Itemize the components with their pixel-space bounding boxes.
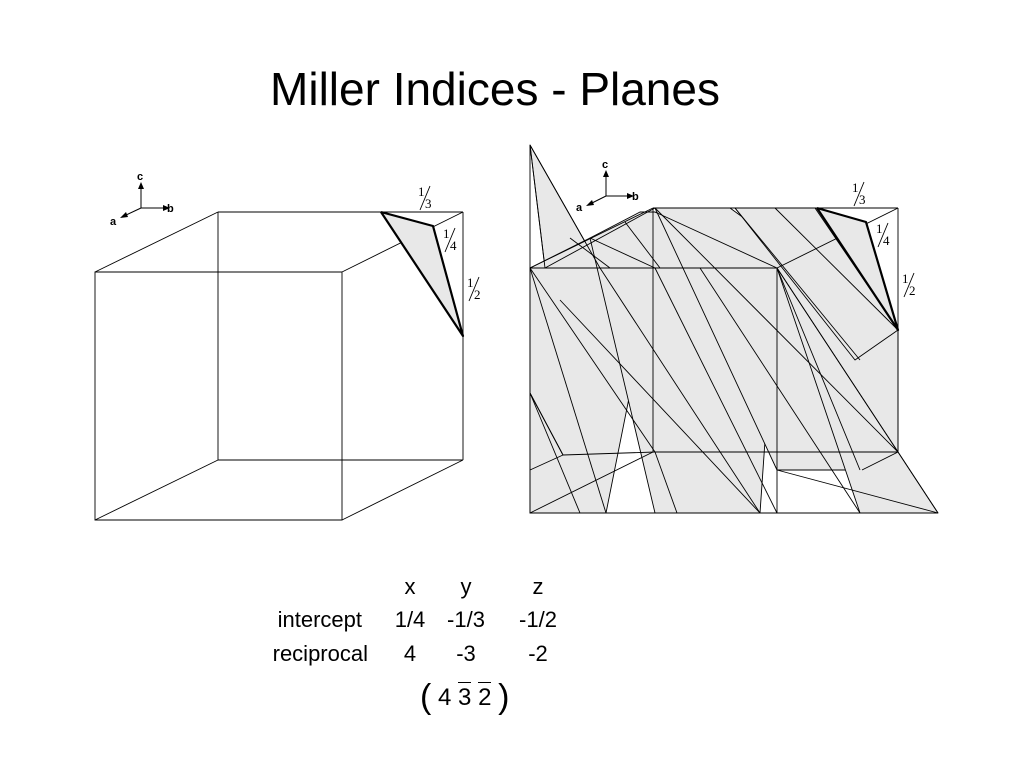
open-paren: (	[420, 678, 432, 716]
fraction-label-third: 1 3	[418, 184, 432, 211]
svg-text:1: 1	[418, 184, 425, 199]
c-axis-arrowhead	[138, 182, 144, 189]
axis-label-c: c	[137, 171, 143, 183]
close-paren: )	[498, 678, 510, 716]
fraction-label-third: 1 3	[852, 180, 866, 207]
intercept-y: -1/3	[447, 607, 485, 632]
reciprocal-y: -3	[456, 641, 476, 666]
fraction-label-half: 1 2	[902, 271, 916, 298]
svg-text:3: 3	[425, 196, 432, 211]
axis-label-b: b	[632, 191, 639, 203]
svg-text:1: 1	[902, 271, 909, 286]
a-axis-arrowhead	[120, 212, 128, 218]
index-h: 4	[438, 684, 452, 711]
right-cube-diagram: c b a 1 3 1 4 1 2	[529, 144, 939, 514]
intercept-z: -1/2	[519, 607, 557, 632]
column-header-x: x	[404, 574, 416, 599]
row-label-intercept: intercept	[277, 607, 362, 632]
fraction-label-half: 1 2	[467, 275, 481, 302]
svg-text:1: 1	[467, 275, 474, 290]
svg-text:2: 2	[474, 287, 481, 302]
row-label-reciprocal: reciprocal	[272, 641, 368, 666]
svg-text:3: 3	[859, 192, 866, 207]
column-header-z: z	[532, 574, 544, 599]
svg-text:2: 2	[909, 283, 916, 298]
right-cube-back-edges	[529, 208, 898, 514]
b-axis-arrowhead	[163, 205, 170, 211]
svg-text:1: 1	[443, 226, 450, 241]
slide-title: Miller Indices - Planes	[270, 63, 720, 115]
axis-label-b: b	[167, 203, 174, 215]
column-header-y: y	[460, 574, 472, 599]
intercept-x: 1/4	[394, 607, 426, 632]
reference-plane-outline	[816, 206, 900, 332]
svg-text:4: 4	[883, 233, 890, 248]
plane-traces	[529, 144, 939, 514]
reciprocal-x: 4	[403, 641, 417, 666]
c-axis-arrowhead	[603, 170, 609, 177]
axis-label-a: a	[576, 202, 583, 214]
left-cube-back-edges	[94, 212, 463, 521]
index-l-overbar: 2	[478, 682, 492, 711]
b-axis-arrowhead	[627, 193, 634, 199]
fraction-label-quarter: 1 4	[876, 221, 890, 248]
axis-label-c: c	[602, 159, 608, 171]
svg-text:1: 1	[852, 180, 859, 195]
left-cube-diagram: c b a 1 3 1 4 1 2	[94, 171, 481, 521]
axis-label-a: a	[110, 216, 117, 228]
right-cube-edges	[529, 207, 938, 514]
fraction-label-quarter: 1 4	[443, 226, 457, 253]
index-k-overbar: 3	[458, 682, 472, 711]
svg-text:4: 4	[450, 238, 457, 253]
axis-triad-left: c b a	[110, 171, 174, 228]
axis-triad-right: c b a	[576, 159, 639, 214]
miller-index: ( 4 3 2 )	[420, 678, 509, 717]
miller-plane-outline	[380, 210, 465, 338]
left-cube-edges	[94, 211, 464, 521]
svg-text:1: 1	[876, 221, 883, 236]
a-axis-arrowhead	[586, 200, 594, 206]
reciprocal-z: -2	[528, 641, 548, 666]
